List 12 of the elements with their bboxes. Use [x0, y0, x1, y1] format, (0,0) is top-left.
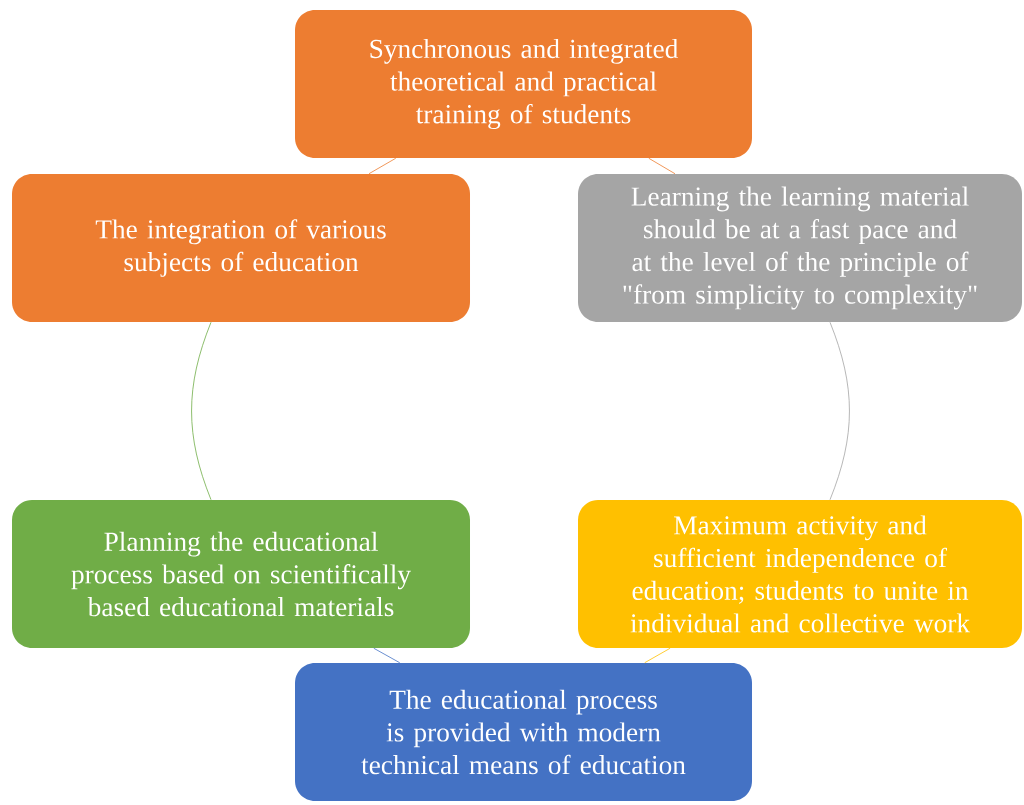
connector-line: [373, 647, 401, 664]
connector-line: [644, 647, 671, 664]
process-box: Maximum activity and sufficient independence of education; students to unite in individual and collective work: [578, 500, 1022, 648]
process-box: Planning the educational process based on scientifically based educational materials: [12, 500, 470, 648]
connector-line: [368, 157, 397, 175]
process-box: The integration of various subjects of education: [12, 174, 470, 322]
connector-line: [191, 321, 212, 501]
process-box: The educational process is provided with modern technical means of education: [295, 663, 752, 801]
process-box: Synchronous and integrated theoretical and practical training of students: [295, 10, 752, 158]
process-box: Learning the learning material should be at a fast pace and at the level of the principle of "from simplicity to complexity": [578, 174, 1022, 322]
connector-line: [829, 321, 850, 501]
connector-line: [648, 157, 676, 175]
